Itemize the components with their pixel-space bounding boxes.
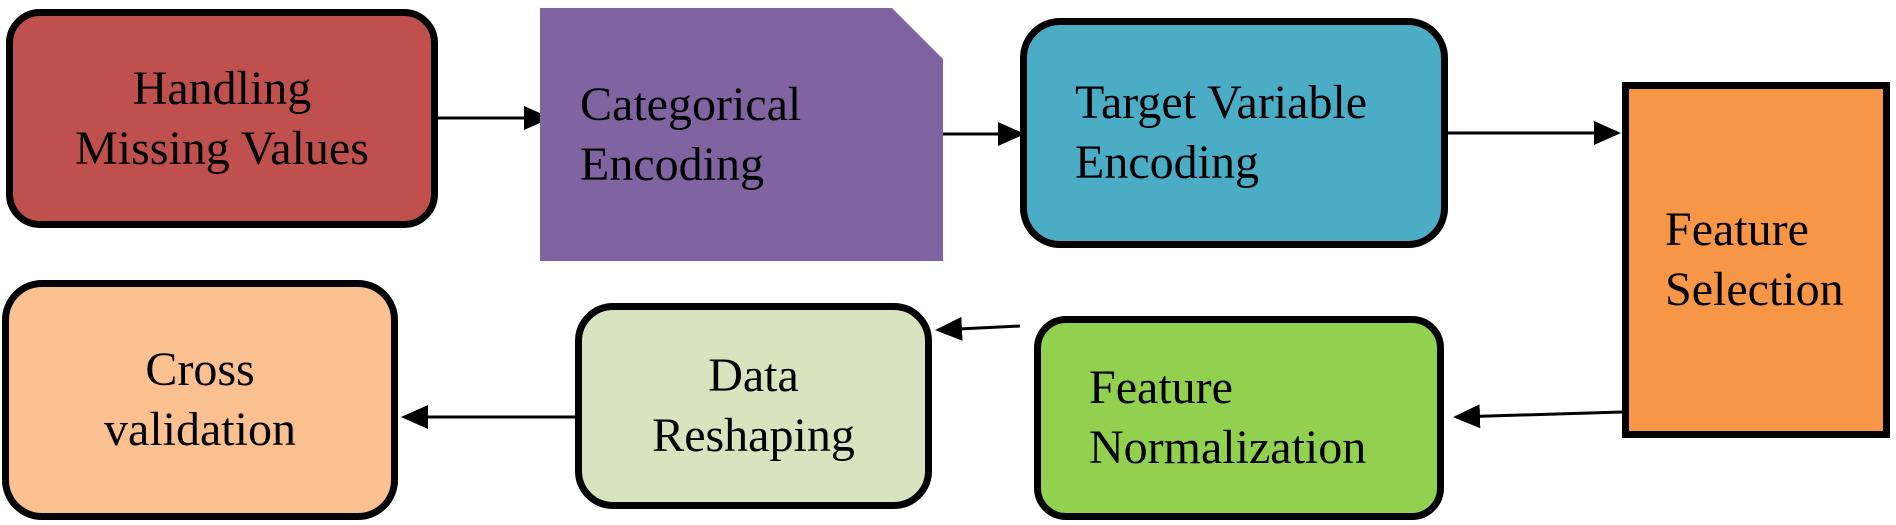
step-label-line-2: Encoding bbox=[1075, 136, 1259, 189]
step-label-line-2: Selection bbox=[1665, 263, 1844, 316]
step-label-line-1: Target Variable bbox=[1075, 76, 1368, 129]
step-feature-normalization: Feature Normalization bbox=[1034, 316, 1444, 520]
step-target-variable-encoding: Target Variable Encoding bbox=[1020, 18, 1448, 248]
step-data-reshaping: Data Reshaping bbox=[575, 303, 932, 509]
step-label-line-1: Cross bbox=[145, 343, 255, 396]
step-label-line-2: Encoding bbox=[580, 137, 764, 191]
step-label-line-1: Feature bbox=[1089, 361, 1233, 414]
step-feature-selection: Feature Selection bbox=[1622, 82, 1890, 438]
step-label-line-2: Reshaping bbox=[652, 409, 855, 462]
step-label-line-1: Feature bbox=[1665, 203, 1809, 256]
step-handling-missing-values: Handling Missing Values bbox=[6, 9, 438, 228]
step-label-line-1: Handling bbox=[132, 61, 312, 115]
step-label-line-2: Missing Values bbox=[75, 121, 369, 175]
step-categorical-encoding: Categorical Encoding bbox=[540, 8, 943, 261]
step-label-line-1: Data bbox=[708, 349, 799, 402]
step-label-line-1: Categorical bbox=[580, 77, 802, 131]
step-label-line-2: Normalization bbox=[1089, 421, 1367, 474]
arrow-feature-selection-to-normalization bbox=[1453, 404, 1623, 429]
step-label-line-2: validation bbox=[104, 403, 296, 456]
step-cross-validation: Cross validation bbox=[2, 280, 398, 520]
arrow-normalization-to-reshaping bbox=[935, 316, 1021, 341]
